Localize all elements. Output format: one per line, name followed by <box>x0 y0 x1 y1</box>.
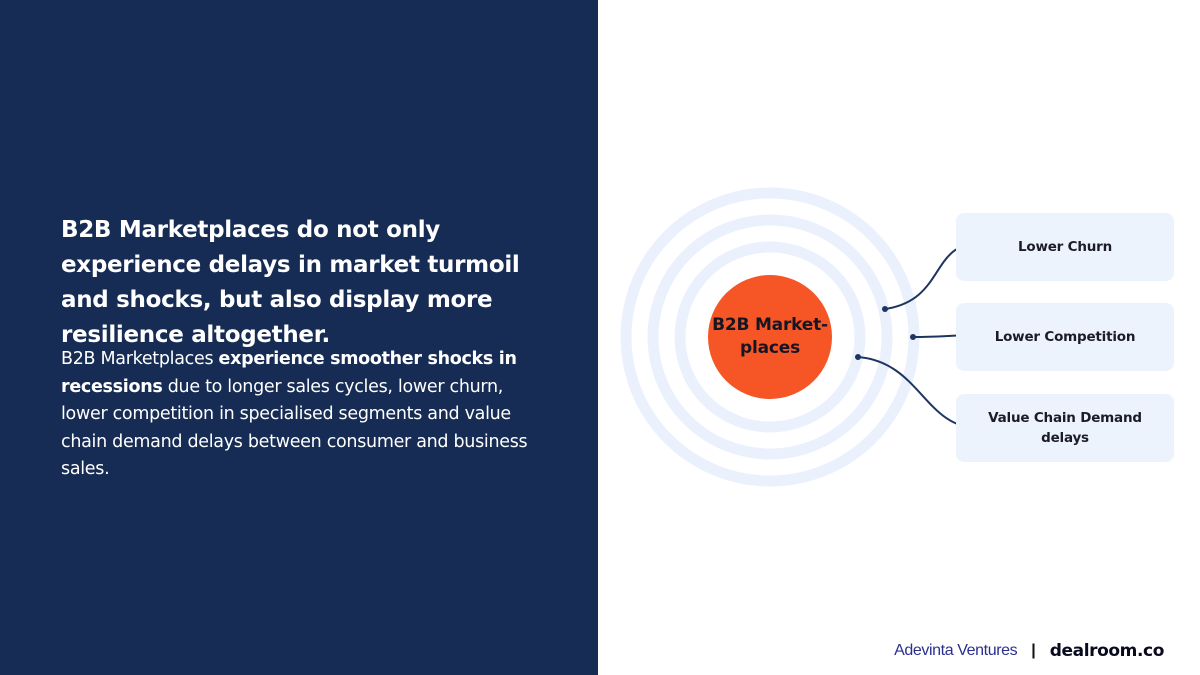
center-circle <box>708 275 832 399</box>
diagram-canvas <box>620 187 979 487</box>
connector-dot-lower-competition <box>910 334 916 340</box>
inner-ring <box>674 241 866 433</box>
left-panel: B2B Marketplaces do not only experience … <box>0 0 598 675</box>
connector-dot-value-chain <box>855 354 861 360</box>
middle-ring <box>647 214 893 460</box>
body-text-part3: due to longer sales cycles, lower churn,… <box>61 376 528 480</box>
body-text: B2B Marketplaces experience smoother sho… <box>61 346 551 484</box>
dealroom-logo: dealroom.co <box>1049 641 1165 661</box>
connector-dot-lower-churn <box>882 306 888 312</box>
box-lower-churn: Lower Churn <box>956 213 1174 281</box>
box-value-chain-demand-delays: Value Chain Demand delays <box>956 394 1174 462</box>
center-label: B2B Market-places <box>712 315 828 358</box>
box-lower-competition: Lower Competition <box>956 303 1174 371</box>
body-text-emphasis: experience smoother shocks in recessions <box>61 349 517 397</box>
footer-brands: Adevinta Ventures | dealroom.co <box>894 641 1164 661</box>
body-text-part1: B2B Marketplaces <box>61 349 219 369</box>
headline: B2B Marketplaces do not only experience … <box>61 217 520 348</box>
adevinta-ventures-logo: Adevinta Ventures <box>894 642 1018 659</box>
brand-separator: | <box>1031 642 1036 659</box>
